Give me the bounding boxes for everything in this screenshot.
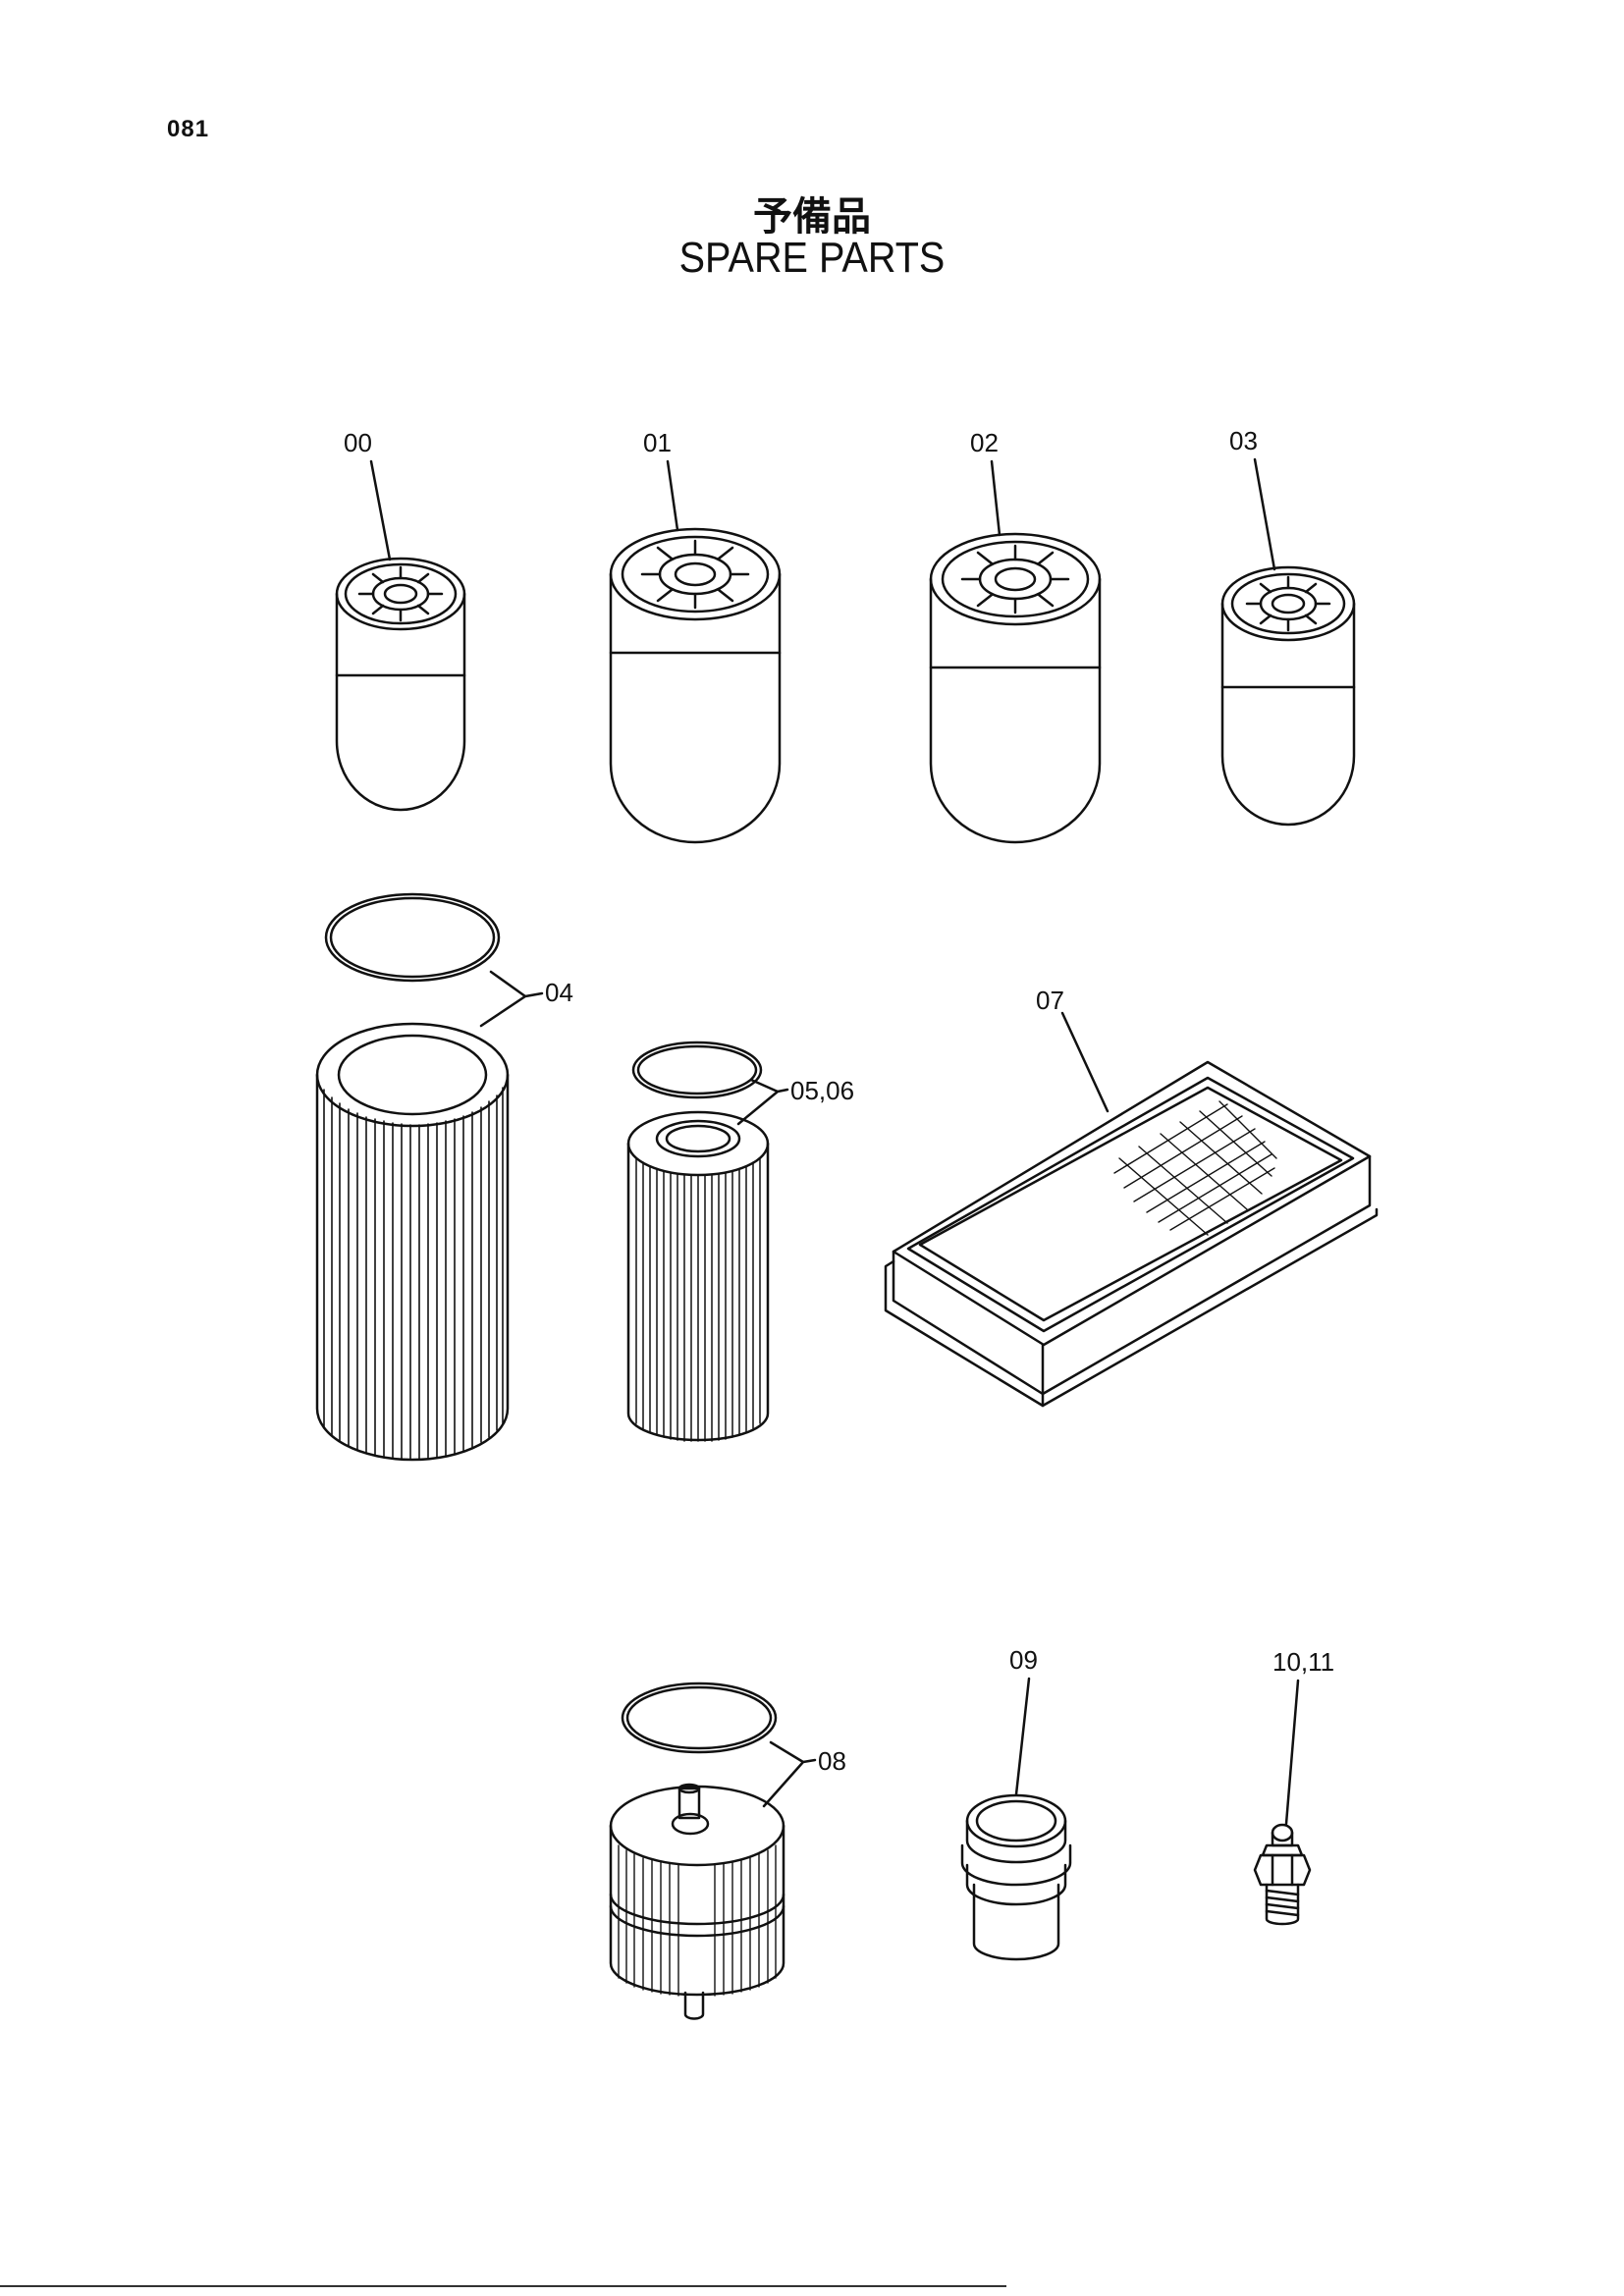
leader-01 [666,459,679,532]
leader-08 [762,1740,817,1808]
page-title-english: SPARE PARTS [678,234,946,282]
part-03-filter [1220,565,1356,827]
callout-05-06: 05,06 [790,1076,854,1105]
callout-07: 07 [1036,986,1064,1015]
callout-08: 08 [818,1746,846,1776]
callout-03: 03 [1229,426,1258,455]
part-05-06-o-ring [631,1041,763,1099]
leader-05-06 [736,1078,789,1126]
leader-03 [1253,457,1276,571]
callout-00: 00 [344,428,372,457]
page-title-japanese: 予備品 [753,194,871,240]
part-07-panel-filter [884,1060,1379,1408]
part-00-filter [335,557,466,812]
part-04-element [315,1022,510,1462]
part-05-06-element [626,1110,770,1442]
part-02-filter [929,532,1102,844]
leader-04 [479,970,544,1028]
leader-00 [369,459,392,561]
part-01-filter [609,527,782,844]
leader-02 [990,459,1001,537]
callout-01: 01 [643,428,672,457]
callout-04: 04 [545,978,573,1007]
part-04-o-ring [324,892,501,983]
leader-09 [1014,1677,1031,1796]
part-08-element [609,1783,785,2020]
callout-09: 09 [1009,1645,1038,1675]
callout-10-11: 10,11 [1272,1647,1334,1677]
footer-rule [0,2285,1006,2287]
part-08-o-ring [621,1682,778,1754]
part-10-11-grease-nipple [1253,1823,1312,1926]
callout-02: 02 [970,428,999,457]
leader-10-11 [1284,1679,1300,1826]
page-number: 081 [167,116,210,142]
part-09-cap [960,1793,1072,1961]
leader-07 [1060,1011,1110,1113]
